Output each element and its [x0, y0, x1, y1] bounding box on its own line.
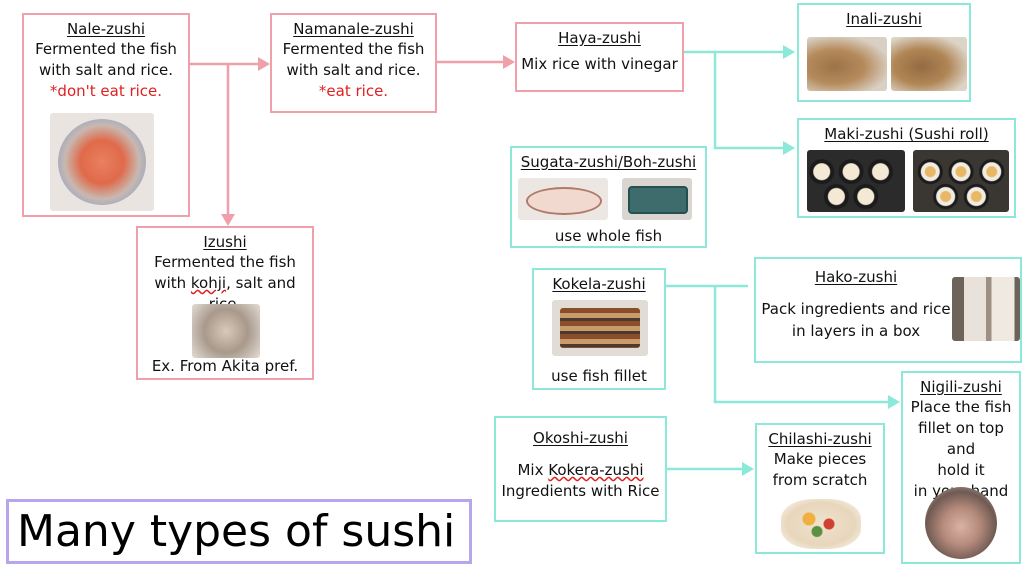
- node-title: Haya-zushi: [558, 29, 641, 47]
- node-title: Izushi: [203, 233, 247, 251]
- node-text: Ingredients with Rice: [501, 482, 660, 500]
- boh-zushi-photo: [622, 178, 692, 220]
- arrowhead-nigili: [888, 395, 900, 409]
- node-caption: use whole fish: [554, 227, 663, 245]
- node-text: Fermented the fish: [35, 40, 177, 58]
- inali-zushi-photo-1: [807, 37, 887, 91]
- node-text: Mix Kokera-zushi: [517, 461, 644, 479]
- connector-haya-maki: [713, 52, 786, 150]
- sugata-zushi-photo: [518, 178, 608, 220]
- node-text: fillet on top and: [918, 419, 1004, 458]
- hako-zushi-photo: [952, 277, 1020, 341]
- node-hako-zushi: Hako-zushi Pack ingredients and rice in …: [754, 257, 1022, 363]
- nigili-zushi-photo: [925, 487, 997, 559]
- nale-zushi-photo: [50, 113, 154, 211]
- node-maki-zushi: Maki-zushi (Sushi roll): [797, 118, 1016, 218]
- izushi-photo: [192, 304, 260, 358]
- node-namanale-zushi: Namanale-zushi Fermented the fish with s…: [270, 13, 437, 113]
- node-title: Inali-zushi: [846, 10, 922, 28]
- node-title: Nigili-zushi: [920, 378, 1002, 396]
- node-title: Namanale-zushi: [293, 20, 414, 38]
- node-okoshi-zushi: Okoshi-zushi Mix Kokera-zushi Ingredient…: [494, 416, 667, 522]
- node-sugata-zushi: Sugata-zushi/Boh-zushi use whole fish: [510, 146, 707, 248]
- node-title: Chilashi-zushi: [768, 430, 872, 448]
- node-text: hold it: [937, 461, 985, 479]
- node-text: from scratch: [772, 471, 868, 489]
- node-text: Place the fish: [910, 398, 1012, 416]
- page-title: Many types of sushi: [6, 499, 472, 564]
- node-caption: use fish fillet: [551, 367, 647, 385]
- kokela-zushi-photo: [552, 300, 648, 356]
- node-note: *don't eat rice.: [49, 82, 163, 100]
- node-text: with salt and rice.: [39, 61, 173, 79]
- node-text: Fermented the fish: [154, 253, 296, 271]
- node-title: Sugata-zushi/Boh-zushi: [520, 153, 697, 171]
- node-title: Hako-zushi: [814, 268, 898, 286]
- connector-kokela-nigili: [713, 286, 892, 404]
- node-note: Ex. From Akita pref.: [151, 357, 299, 375]
- arrowhead-namanale: [258, 57, 270, 71]
- chilashi-zushi-photo: [781, 499, 861, 549]
- node-title: Nale-zushi: [66, 20, 146, 38]
- arrowhead-chilashi: [742, 462, 754, 476]
- maki-zushi-photo-2: [913, 150, 1009, 212]
- node-text: in layers in a box: [791, 322, 921, 340]
- node-title: Okoshi-zushi: [533, 429, 628, 447]
- node-kokela-zushi: Kokela-zushi use fish fillet: [532, 268, 666, 390]
- node-text: Fermented the fish: [282, 40, 425, 58]
- node-title: Maki-zushi (Sushi roll): [824, 125, 989, 143]
- node-text: Pack ingredients and rice: [761, 300, 951, 318]
- node-title: Kokela-zushi: [552, 275, 646, 293]
- node-text: with salt and rice.: [286, 61, 421, 79]
- node-text: Mix rice with vinegar: [521, 55, 678, 73]
- node-note: *eat rice.: [318, 82, 389, 100]
- maki-zushi-photo-1: [807, 150, 905, 212]
- node-nale-zushi: Nale-zushi Fermented the fish with salt …: [22, 13, 190, 217]
- arrowhead-izushi: [221, 214, 235, 226]
- node-inali-zushi: Inali-zushi: [797, 3, 971, 102]
- node-izushi: Izushi Fermented the fish with kohji, sa…: [136, 226, 314, 380]
- arrowhead-inali: [783, 45, 795, 59]
- node-nigili-zushi: Nigili-zushi Place the fish fillet on to…: [901, 371, 1021, 564]
- node-chilashi-zushi: Chilashi-zushi Make pieces from scratch: [755, 423, 885, 554]
- arrowhead-maki: [783, 141, 795, 155]
- node-haya-zushi: Haya-zushi Mix rice with vinegar: [515, 22, 684, 92]
- arrowhead-haya: [503, 55, 515, 69]
- inali-zushi-photo-2: [891, 37, 967, 91]
- node-text: Make pieces: [773, 450, 867, 468]
